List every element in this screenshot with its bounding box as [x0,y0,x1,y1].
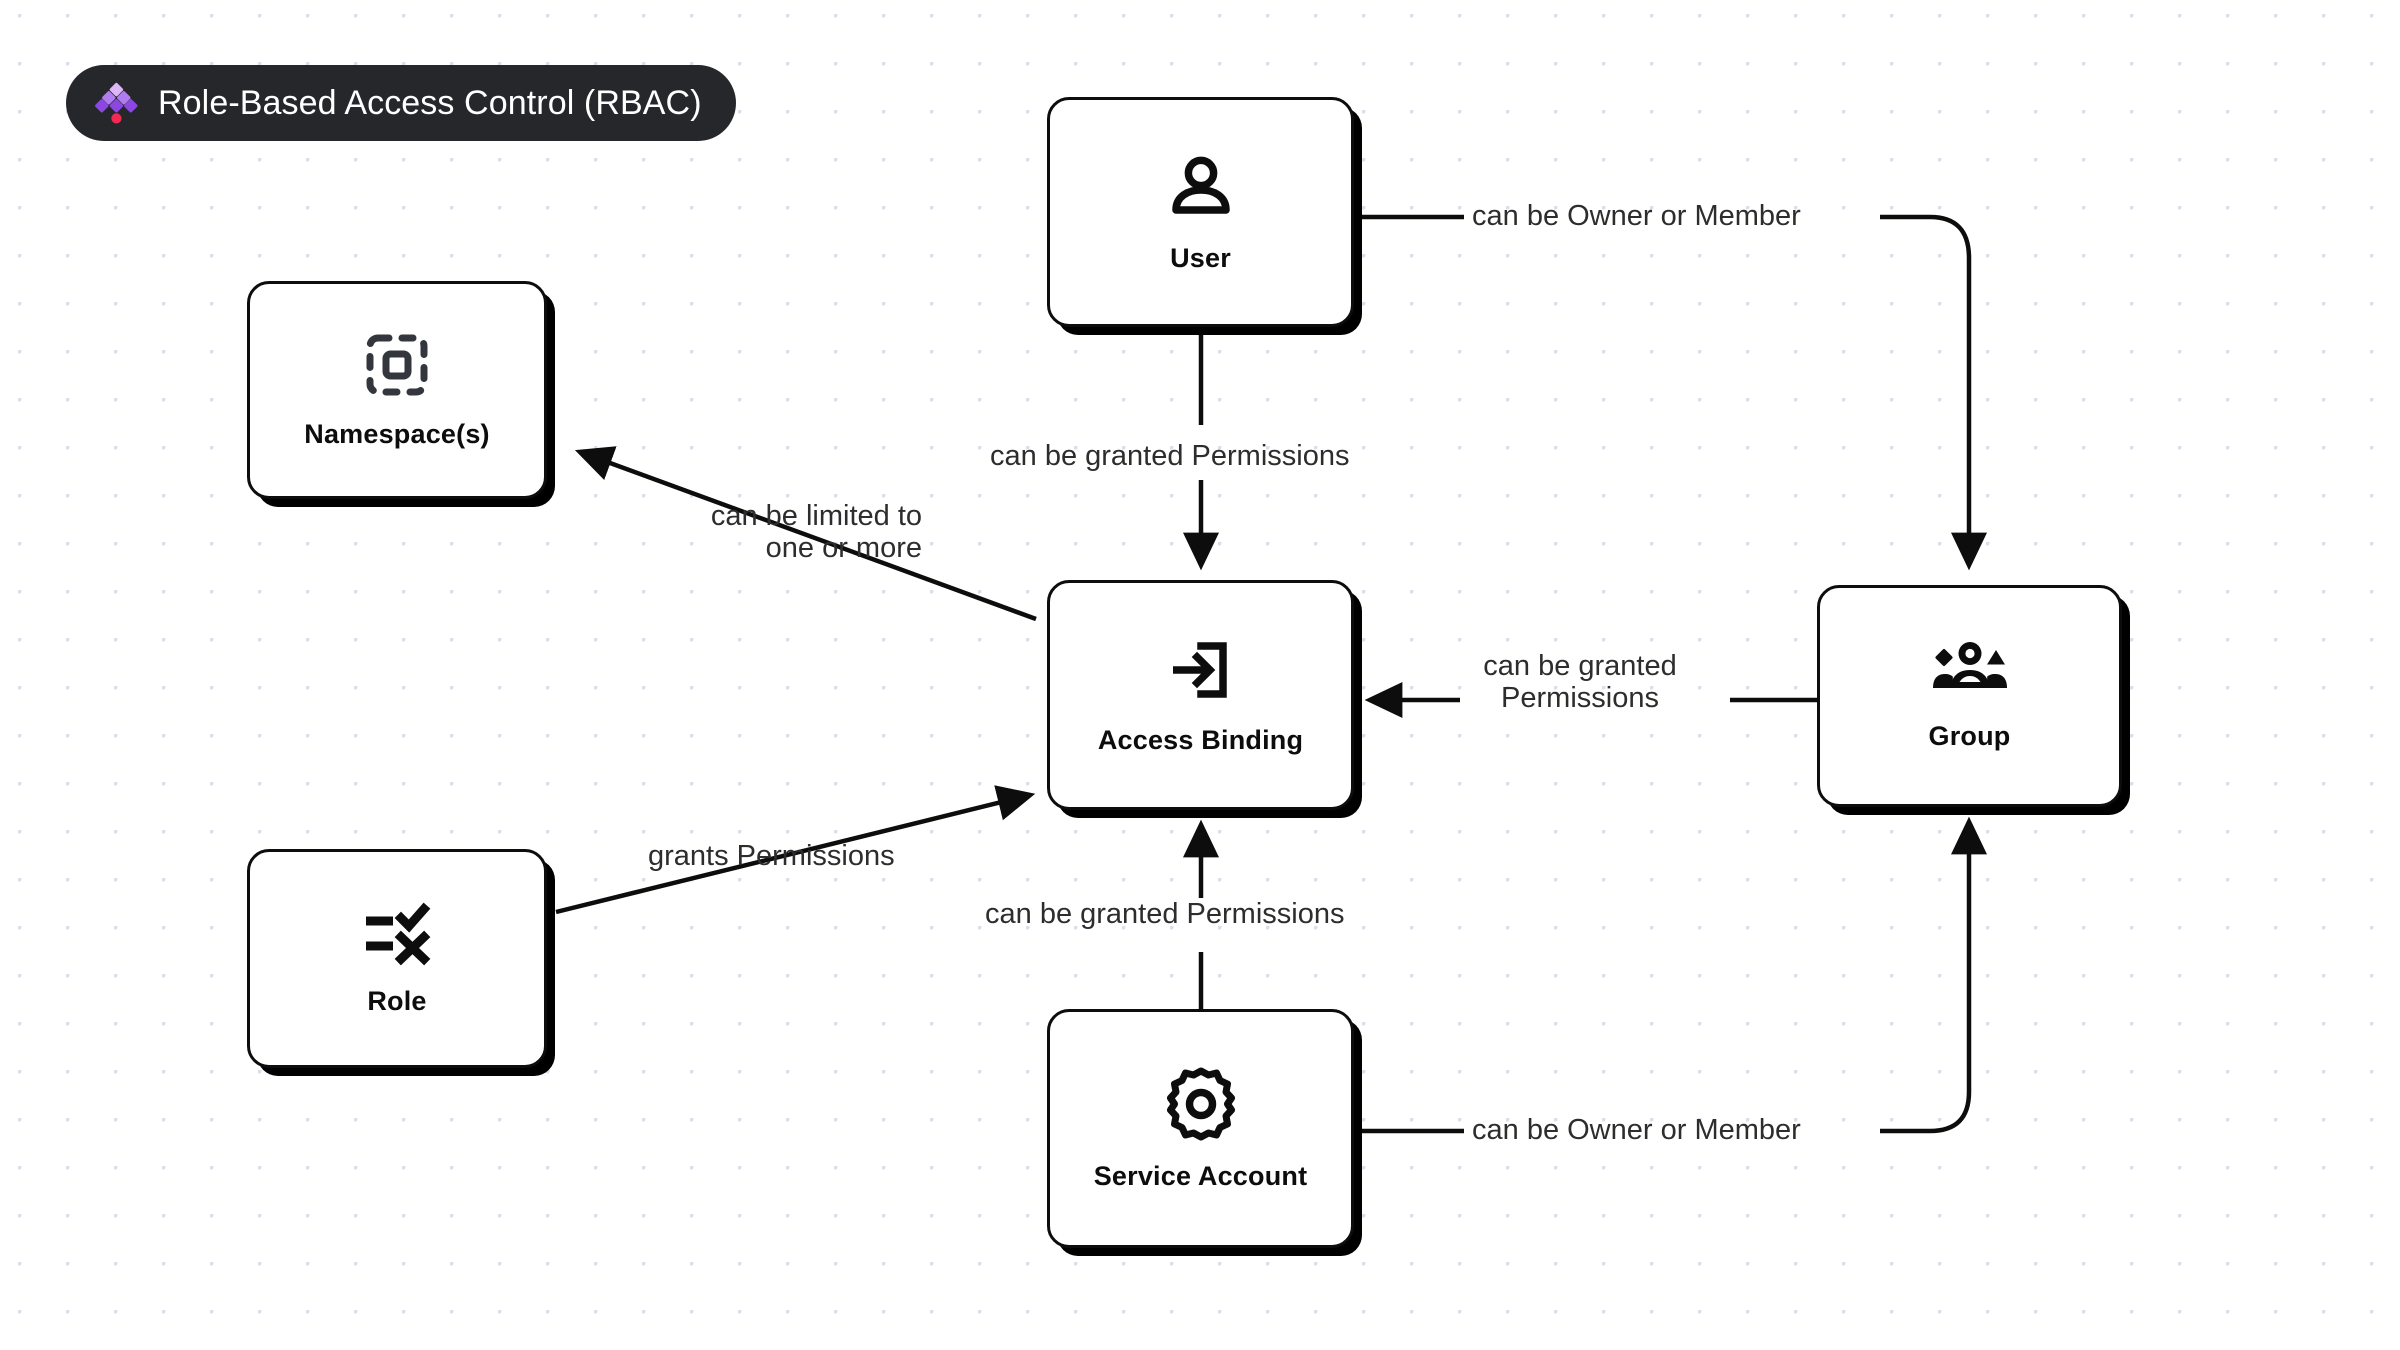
diamond-cluster-logo-icon [94,81,138,125]
edge-label-line: one or more [765,532,922,565]
node-label: Group [1928,721,2011,751]
edge-label-user-access-binding: can be granted Permissions [990,440,1350,472]
edge-label-line: can be granted [1483,650,1677,682]
edge-binding-namespace [574,446,1037,622]
node-label: Access Binding [1097,725,1304,755]
node-group[interactable]: Group [1817,585,2122,807]
node-label: User [1170,243,1231,273]
edge-label-role-access-binding: grants Permissions [648,840,895,872]
edge-role-binding [555,785,1036,915]
node-label: Namespace(s) [304,419,490,449]
diagram-title-badge: Role-Based Access Control (RBAC) [66,65,736,141]
gear-icon [1163,1066,1239,1147]
edge-label-binding-namespace: can be limited to one or more [672,500,922,565]
diagram-title: Role-Based Access Control (RBAC) [158,83,702,122]
login-arrow-icon [1165,634,1237,711]
edge-label-service-account-access-binding: can be granted Permissions [985,898,1345,930]
edge-label-group-access-binding: can be granted Permissions [1474,650,1686,715]
node-namespace[interactable]: Namespace(s) [247,281,547,499]
dashed-selection-icon [362,330,432,405]
edge-label-user-group: can be Owner or Member [1472,200,1801,232]
edge-user-group-right [1880,214,1987,571]
node-role[interactable]: Role [247,849,547,1068]
node-user[interactable]: User [1047,97,1354,327]
node-label: Service Account [1093,1160,1308,1191]
person-icon [1164,150,1238,229]
node-access-binding[interactable]: Access Binding [1047,580,1354,810]
edge-label-service-account-group: can be Owner or Member [1472,1114,1801,1146]
node-label: Role [367,985,427,1016]
node-service-account[interactable]: Service Account [1047,1009,1354,1248]
edge-label-line: Permissions [1501,682,1659,715]
people-group-icon [1931,640,2009,707]
edge-sa-group-right [1880,816,1987,1134]
checklist-check-x-icon [361,901,433,972]
edge-label-line: can be limited to [710,500,922,532]
